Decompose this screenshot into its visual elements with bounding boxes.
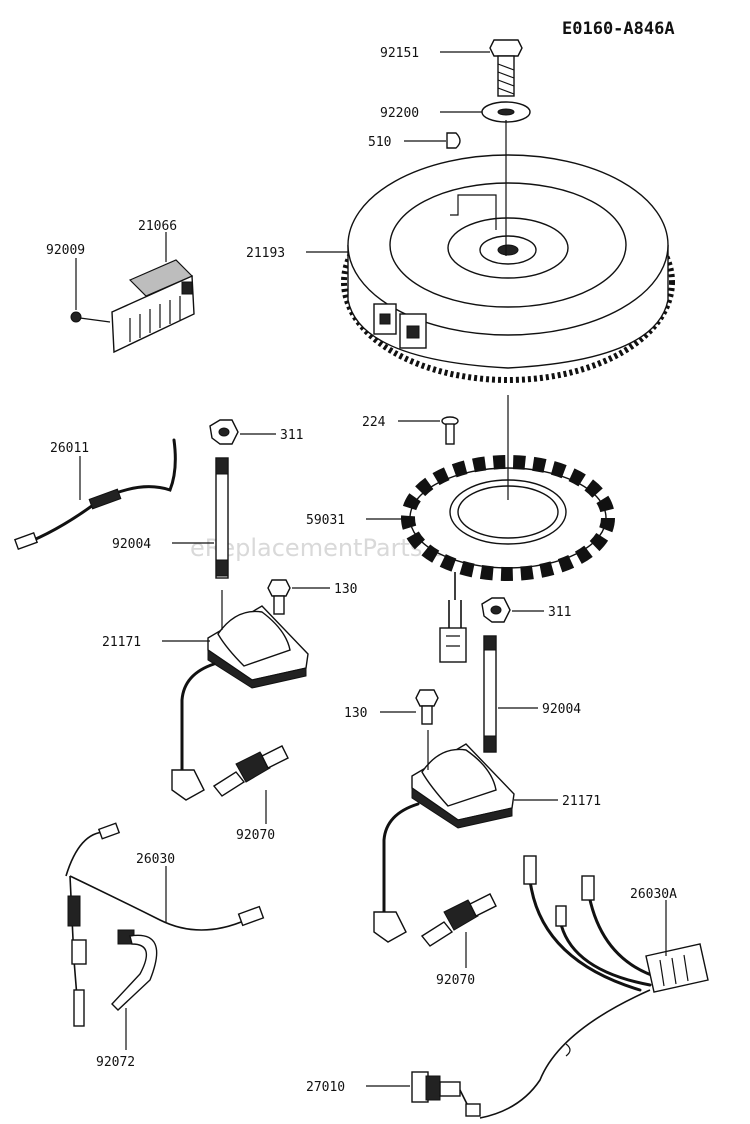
label-59031: 59031 (306, 513, 345, 528)
clamp-92072 (111, 929, 158, 1011)
label-224: 224 (362, 415, 386, 430)
label-21171-left: 21171 (102, 635, 141, 650)
label-92004-left: 92004 (112, 537, 151, 552)
label-130-right: 130 (344, 706, 367, 721)
label-21066: 21066 (138, 219, 177, 234)
label-92070-left: 92070 (236, 828, 275, 843)
screw-92009 (70, 311, 111, 323)
label-26011: 26011 (50, 441, 89, 456)
label-92070-right: 92070 (436, 973, 475, 988)
nut-311-right (481, 597, 511, 623)
lead-wire-26011 (13, 438, 177, 551)
harness-26030A (479, 855, 709, 1119)
bolt-130-right (415, 689, 439, 725)
washer-92200 (481, 101, 531, 123)
screw-224 (441, 416, 459, 445)
flywheel-21193 (341, 120, 675, 383)
label-27010: 27010 (306, 1080, 345, 1095)
label-92072: 92072 (96, 1055, 135, 1070)
bolt-92151 (489, 39, 523, 97)
stud-92004-right (483, 635, 497, 753)
label-130-left: 130 (334, 582, 357, 597)
label-26030: 26030 (136, 852, 175, 867)
label-510: 510 (368, 135, 391, 150)
ignition-coil-21171-left (171, 590, 309, 801)
stator-connector (439, 572, 467, 663)
spark-plug-92070-right (420, 893, 497, 947)
label-311-left: 311 (280, 428, 303, 443)
nut-311-left (209, 419, 239, 445)
label-92151: 92151 (380, 46, 419, 61)
spark-plug-92070-left (212, 745, 289, 797)
solenoid-27010 (411, 1071, 481, 1117)
label-21171-right: 21171 (562, 794, 601, 809)
key-510 (446, 132, 461, 149)
bolt-130-left (267, 579, 291, 615)
label-92004-right: 92004 (542, 702, 581, 717)
label-92200: 92200 (380, 106, 419, 121)
label-311-right: 311 (548, 605, 571, 620)
regulator-21066 (111, 259, 195, 354)
stator-59031 (401, 395, 615, 581)
label-21193: 21193 (246, 246, 285, 261)
stud-92004-left (215, 457, 229, 579)
label-92009: 92009 (46, 243, 85, 258)
harness-26030 (65, 822, 265, 1027)
label-26030A: 26030A (630, 887, 677, 902)
callouts: 92151 92200 510 21066 92009 21193 311 22… (46, 46, 677, 1095)
ignition-coil-21171-right (373, 730, 515, 943)
diagram-code: E0160-A846A (562, 19, 675, 39)
